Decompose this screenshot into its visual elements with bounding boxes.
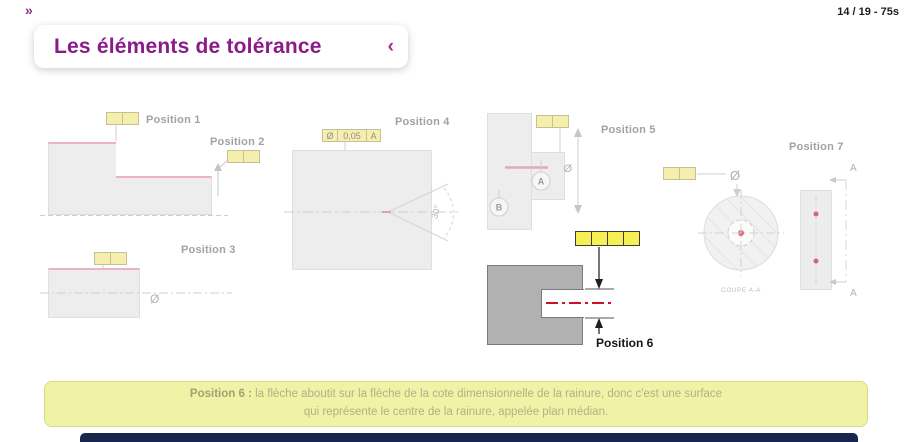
position-7-side-view-block bbox=[800, 190, 832, 290]
position-5-label: Position 5 bbox=[601, 124, 656, 136]
position-4-tolerance-frame: Ø 0,05 A bbox=[322, 129, 381, 142]
hatching bbox=[704, 196, 778, 270]
caption-line-2: qui représente le centre de la rainure, … bbox=[45, 404, 867, 422]
coupe-a-a-label: COUPE A-A bbox=[721, 287, 761, 294]
position-7-label: Position 7 bbox=[789, 141, 844, 153]
position-3-diameter-symbol: Ø bbox=[150, 292, 159, 306]
frame-cell bbox=[94, 252, 111, 265]
dimension-arrowhead-up bbox=[595, 318, 603, 328]
frame-cell bbox=[575, 231, 592, 246]
slide-counter: 14 / 19 - 75s bbox=[837, 6, 899, 18]
frame-cell bbox=[552, 115, 569, 128]
position-6-tolerance-frame bbox=[575, 231, 640, 246]
position-6-label: Position 6 bbox=[596, 336, 654, 350]
back-chevron-icon[interactable]: ‹ bbox=[387, 36, 394, 57]
position-1-step-block-right bbox=[116, 176, 212, 215]
frame-cell bbox=[663, 167, 680, 180]
caption-line-1: Position 6 : la flèche aboutit sur la fl… bbox=[45, 386, 867, 404]
position-3-tolerance-frame bbox=[94, 252, 127, 265]
position-2-leader-arrow bbox=[214, 159, 229, 196]
position-1-tolerance-frame bbox=[106, 112, 139, 125]
position-4-block bbox=[292, 150, 432, 270]
position-3-block bbox=[48, 268, 140, 318]
position-1-step-block-left bbox=[48, 142, 116, 215]
frame-cell bbox=[679, 167, 696, 180]
frame-cell bbox=[227, 150, 244, 163]
position-4-label: Position 4 bbox=[395, 116, 450, 128]
position-7-tolerance-frame bbox=[663, 167, 696, 180]
frame-cell bbox=[536, 115, 553, 128]
position-2-label: Position 2 bbox=[210, 136, 265, 148]
frame-cell bbox=[106, 112, 123, 125]
position-5-block-small bbox=[532, 152, 565, 200]
caption-text-2: qui représente le centre de la rainure, … bbox=[303, 406, 609, 418]
player-bar[interactable] bbox=[80, 433, 858, 442]
caption-box: Position 6 : la flèche aboutit sur la fl… bbox=[44, 381, 868, 427]
frame-cell bbox=[607, 231, 624, 246]
position-6-slot bbox=[541, 289, 584, 318]
collapse-chevrons-icon[interactable]: » bbox=[25, 2, 33, 18]
position-1-label: Position 1 bbox=[146, 114, 201, 126]
position-7-diameter-symbol: Ø bbox=[730, 168, 740, 183]
frame-cell bbox=[110, 252, 127, 265]
position-5-tolerance-frame bbox=[536, 115, 569, 128]
frame-cell bbox=[243, 150, 260, 163]
caption-text-1: la flèche aboutit sur la flèche de la co… bbox=[255, 388, 723, 401]
frame-cell bbox=[623, 231, 640, 246]
page-title: Les éléments de tolérance bbox=[54, 34, 322, 58]
position-7-section-circle bbox=[703, 195, 779, 271]
title-card: Les éléments de tolérance ‹ bbox=[34, 25, 408, 68]
frame-cell bbox=[591, 231, 608, 246]
section-a-bottom-label: A bbox=[850, 288, 857, 299]
inner-bore-circle bbox=[727, 219, 755, 247]
position-2-tolerance-frame bbox=[227, 150, 260, 163]
frame-cell bbox=[122, 112, 139, 125]
center-point bbox=[738, 230, 744, 236]
frame-value-cell: 0,05 bbox=[337, 129, 367, 142]
caption-lead: Position 6 : bbox=[189, 388, 252, 401]
section-a-top-label: A bbox=[850, 163, 857, 174]
leader-arrowhead-down bbox=[595, 279, 603, 289]
frame-datum-cell: A bbox=[366, 129, 381, 142]
position-5-block-tall bbox=[487, 113, 532, 230]
position-3-label: Position 3 bbox=[181, 244, 236, 256]
frame-symbol-cell: Ø bbox=[322, 129, 338, 142]
